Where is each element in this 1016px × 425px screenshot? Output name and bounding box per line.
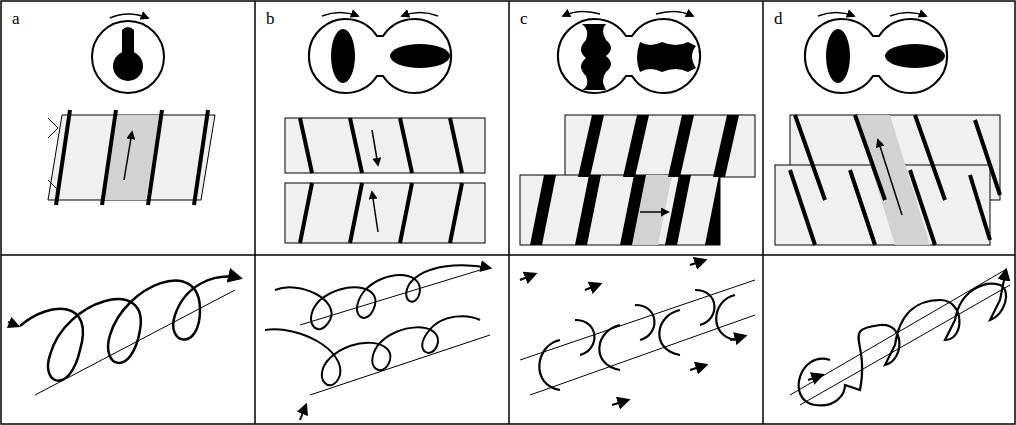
counter-rotating-screws — [265, 13, 490, 421]
single-screw — [8, 14, 240, 395]
co-rotating-screws — [775, 13, 1010, 406]
intermeshing-screws — [520, 11, 755, 405]
panel-letter: d — [774, 10, 783, 27]
panel-letter: a — [12, 10, 20, 27]
panel-letter: c — [520, 10, 528, 27]
panel-letter: b — [266, 10, 275, 27]
